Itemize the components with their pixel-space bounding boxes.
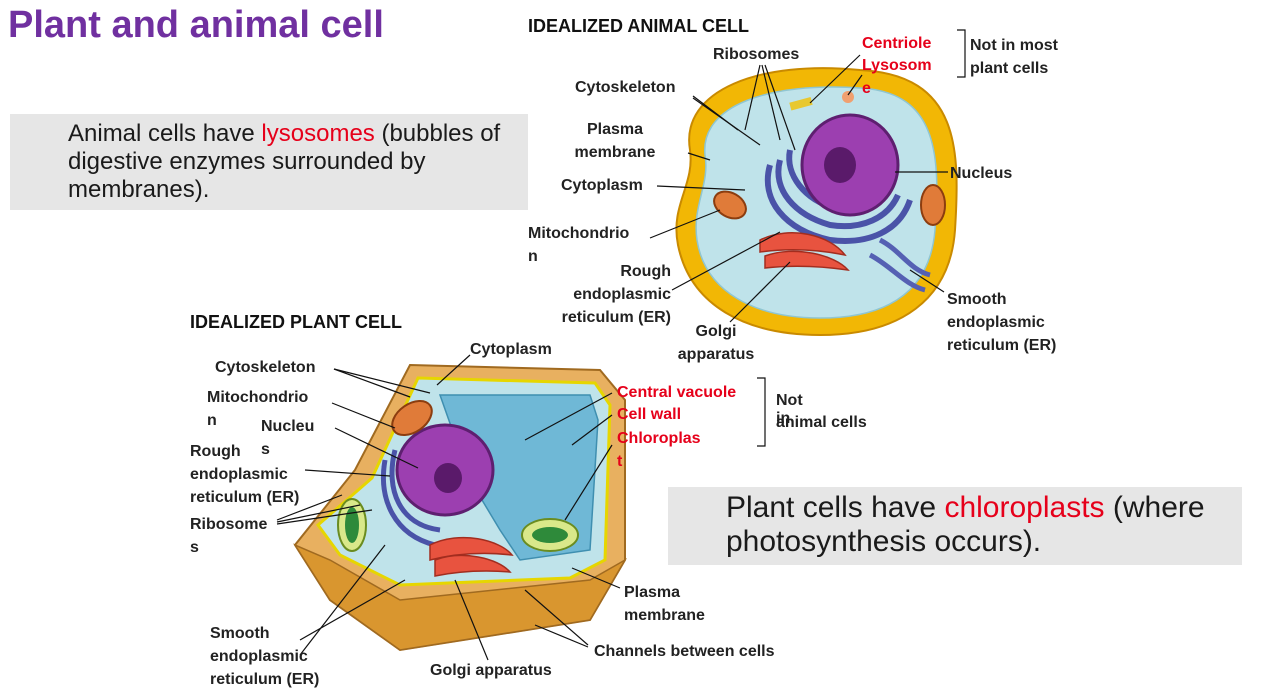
animal-label-centriole: Centriole bbox=[862, 35, 932, 52]
animal-golgi bbox=[759, 232, 850, 272]
plant-label-smooth-er: Smooth endoplasmic reticulum (ER) bbox=[210, 625, 320, 688]
animal-label-cytoplasm: Cytoplasm bbox=[561, 177, 643, 194]
animal-label-cytoskeleton: Cytoskeleton bbox=[575, 79, 676, 96]
plant-label-rough-er: Rough endoplasmic reticulum (ER) bbox=[190, 443, 300, 506]
animal-label-ribosomes: Ribosomes bbox=[713, 46, 800, 63]
plant-cell-heading: IDEALIZED PLANT CELL bbox=[190, 312, 402, 332]
plant-label-cytoplasm: Cytoplasm bbox=[470, 341, 552, 358]
plant-note-box: Plant cells have chloroplasts (where pho… bbox=[668, 487, 1242, 565]
animal-leader-lines bbox=[649, 29, 966, 323]
plant-golgi bbox=[429, 536, 514, 577]
animal-note-box: Animal cells have lysosomes (bubbles of … bbox=[10, 114, 528, 210]
plant-bracket-note-1: Not in bbox=[776, 392, 803, 427]
animal-label-lysosome: Lysosom e bbox=[862, 57, 932, 97]
animal-label-nucleus: Nucleus bbox=[950, 165, 1013, 182]
animal-bracket-note: Not in most plant cells bbox=[970, 37, 1058, 77]
plant-nucleus bbox=[395, 423, 495, 517]
animal-label-smooth-er: Smooth endoplasmic reticulum (ER) bbox=[947, 291, 1057, 354]
page-title: Plant and animal cell bbox=[8, 4, 384, 46]
plant-label-plasma-membrane: Plasma membrane bbox=[624, 584, 705, 624]
animal-label-rough-er: Rough endoplasmic reticulum (ER) bbox=[561, 263, 671, 326]
animal-note-text: Animal cells have lysosomes (bubbles of … bbox=[68, 120, 501, 203]
plant-label-ribosomes: Ribosome s bbox=[190, 516, 268, 556]
animal-mitochondrion-right bbox=[920, 184, 946, 226]
plant-label-mitochondrion: Mitochondrio n bbox=[207, 389, 309, 429]
plant-label-cell-wall: Cell wall bbox=[617, 406, 682, 423]
animal-nucleus bbox=[800, 113, 900, 217]
animal-smooth-er bbox=[868, 237, 931, 293]
plant-chloroplast-right bbox=[521, 518, 579, 552]
plant-mitochondrion bbox=[391, 399, 433, 437]
plant-note-text: Plant cells have chloroplasts (where pho… bbox=[726, 491, 1205, 558]
plant-leader-lines bbox=[276, 354, 766, 661]
animal-mitochondrion-left bbox=[713, 190, 747, 220]
chloroplasts-highlight: chloroplasts bbox=[944, 491, 1105, 524]
plant-rough-er bbox=[381, 449, 441, 548]
animal-lysosome bbox=[842, 91, 854, 103]
plant-label-central-vacuole: Central vacuole bbox=[617, 384, 737, 401]
plant-label-chloroplast: Chloroplas t bbox=[617, 430, 701, 470]
animal-centriole bbox=[789, 97, 813, 111]
plant-label-channels: Channels between cells bbox=[594, 643, 775, 660]
plant-label-cytoskeleton: Cytoskeleton bbox=[215, 359, 316, 376]
animal-label-plasma-membrane: Plasma membrane bbox=[574, 121, 656, 161]
lysosomes-highlight: lysosomes bbox=[261, 120, 375, 147]
plant-cell-illustration bbox=[293, 363, 628, 652]
plant-label-golgi: Golgi apparatus bbox=[430, 662, 552, 679]
animal-cell-illustration bbox=[675, 67, 958, 337]
animal-label-mitochondrion: Mitochondrio n bbox=[528, 225, 630, 265]
plant-bracket-note-2: animal cells bbox=[776, 414, 867, 431]
plant-wall-face bbox=[293, 543, 628, 651]
animal-cell-heading: IDEALIZED ANIMAL CELL bbox=[528, 16, 749, 36]
animal-label-golgi: Golgi apparatus bbox=[677, 323, 755, 363]
plant-label-nucleus: Nucleu s bbox=[261, 418, 315, 458]
